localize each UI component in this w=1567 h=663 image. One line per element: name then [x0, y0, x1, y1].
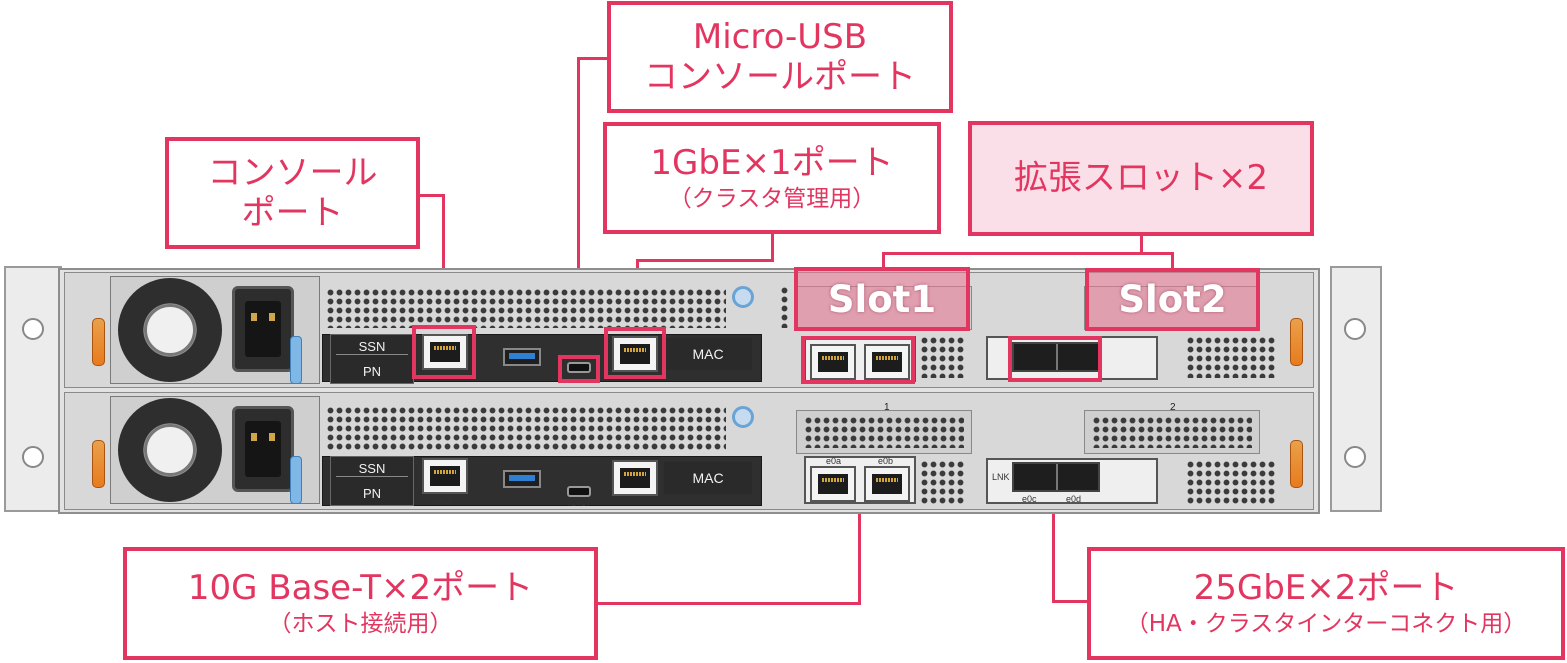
vent-grille	[326, 288, 726, 328]
callout-25gbe-sub: （HA・クラスタインターコネクト用）	[1125, 611, 1527, 638]
callout-1gbe-main: 1GbE×1ポート	[650, 142, 894, 183]
port-label-e0c: e0c	[1022, 494, 1037, 504]
pn-label: PN	[362, 485, 382, 501]
vent-grille	[920, 460, 964, 504]
sfp-port-e0c-e0d[interactable]	[1012, 342, 1100, 372]
connector-1gbe	[771, 233, 774, 261]
connector-expansion	[1140, 235, 1143, 255]
callout-10g-base-t: 10G Base-T×2ポート （ホスト接続用）	[123, 547, 598, 660]
rack-hole	[22, 446, 44, 468]
connector-expansion	[882, 252, 1174, 255]
handle-orange[interactable]	[1290, 440, 1303, 488]
port-label-e0b: e0b	[878, 456, 894, 466]
highlight-base-t-ports	[801, 336, 915, 384]
callout-base-t-main: 10G Base-T×2ポート	[187, 568, 534, 609]
psu-latch	[290, 456, 302, 504]
ioioi-label: IOIOI	[432, 496, 454, 506]
connector-25gbe	[1052, 600, 1090, 603]
serial-tag: SSN PN	[330, 456, 414, 506]
vent-grille	[780, 286, 790, 328]
base-t-port-e0b[interactable]	[864, 466, 910, 502]
handle-orange[interactable]	[92, 318, 105, 366]
pn-label: PN	[362, 363, 382, 379]
base-t-port-e0a[interactable]	[810, 466, 856, 502]
connector-base-t	[596, 602, 861, 605]
psu-latch	[290, 336, 302, 384]
rack-hole	[1344, 446, 1366, 468]
slot2-label: Slot2	[1085, 268, 1260, 331]
handle-orange[interactable]	[1290, 318, 1303, 366]
rack-hole	[1344, 318, 1366, 340]
callout-console-port-text: コンソール ポート	[207, 152, 378, 233]
connector-micro-usb	[577, 57, 580, 365]
micro-usb-port[interactable]	[567, 486, 591, 497]
callout-base-t-sub: （ホスト接続用）	[268, 611, 453, 638]
fan-icon	[118, 398, 222, 502]
port-label-e0a: e0a	[826, 456, 842, 466]
rack-hole	[22, 318, 44, 340]
ssn-label: SSN	[336, 461, 408, 478]
highlight-console-port	[412, 325, 476, 379]
port-label-e0d: e0d	[1066, 494, 1082, 504]
connector-console	[420, 194, 444, 197]
serial-tag: SSN PN	[330, 334, 414, 384]
micro-usb-port[interactable]	[567, 362, 591, 373]
connector-expansion	[1171, 252, 1174, 272]
callout-1gbe-sub: （クラスタ管理用）	[668, 185, 876, 212]
slot-number-2: 2	[1170, 402, 1176, 413]
mac-label: MAC	[664, 338, 752, 370]
highlight-1gbe-port	[604, 327, 666, 379]
rack-ear-left	[4, 266, 62, 512]
mgmt-port-1gbe[interactable]	[612, 460, 658, 496]
slot-number-1: 1	[884, 402, 890, 413]
lnk-label: LNK	[992, 472, 1010, 482]
vent-grille	[920, 336, 964, 378]
thumbscrew-icon[interactable]	[732, 286, 754, 308]
connector-console	[442, 194, 445, 328]
base-t-port-e0a[interactable]	[810, 344, 856, 380]
callout-console-port: コンソール ポート	[165, 137, 420, 249]
ssn-label: SSN	[336, 339, 408, 356]
fan-icon	[118, 278, 222, 382]
base-t-port-e0b[interactable]	[864, 344, 910, 380]
console-port[interactable]	[422, 334, 468, 370]
callout-expansion-slots: 拡張スロット×2	[968, 121, 1314, 236]
slot1-label: Slot1	[794, 267, 970, 331]
vent-grille	[1186, 336, 1276, 378]
connector-expansion	[882, 252, 885, 272]
mgmt-port-1gbe[interactable]	[612, 336, 658, 372]
ac-inlet-icon	[232, 286, 294, 372]
console-port[interactable]	[422, 458, 468, 494]
highlight-25gbe-ports	[1008, 336, 1102, 382]
rack-ear-right	[1330, 266, 1382, 512]
thumbscrew-icon[interactable]	[732, 406, 754, 428]
vent-grille	[1186, 460, 1276, 504]
ac-inlet-icon	[232, 406, 294, 492]
highlight-micro-usb-port	[558, 355, 600, 383]
vent-grille	[804, 416, 964, 448]
ioioi-label: IOIOI	[568, 498, 590, 508]
connector-1gbe	[636, 259, 774, 262]
callout-1gbe-mgmt: 1GbE×1ポート （クラスタ管理用）	[603, 122, 941, 234]
handle-orange[interactable]	[92, 440, 105, 488]
usb-port[interactable]	[503, 348, 541, 366]
callout-micro-usb-line1: Micro-USB	[692, 16, 868, 57]
connector-micro-usb	[577, 57, 609, 60]
callout-expansion-main: 拡張スロット×2	[1013, 158, 1269, 199]
mac-label: MAC	[664, 462, 752, 494]
callout-micro-usb-line2: コンソールポート	[644, 57, 916, 97]
sfp-port-e0c-e0d[interactable]	[1012, 462, 1100, 492]
callout-micro-usb: Micro-USB コンソールポート	[607, 1, 953, 113]
usb-port[interactable]	[503, 470, 541, 488]
vent-grille	[1092, 416, 1252, 448]
callout-25gbe: 25GbE×2ポート （HA・クラスタインターコネクト用）	[1087, 547, 1565, 660]
vent-grille	[326, 406, 726, 450]
callout-25gbe-main: 25GbE×2ポート	[1193, 568, 1459, 609]
